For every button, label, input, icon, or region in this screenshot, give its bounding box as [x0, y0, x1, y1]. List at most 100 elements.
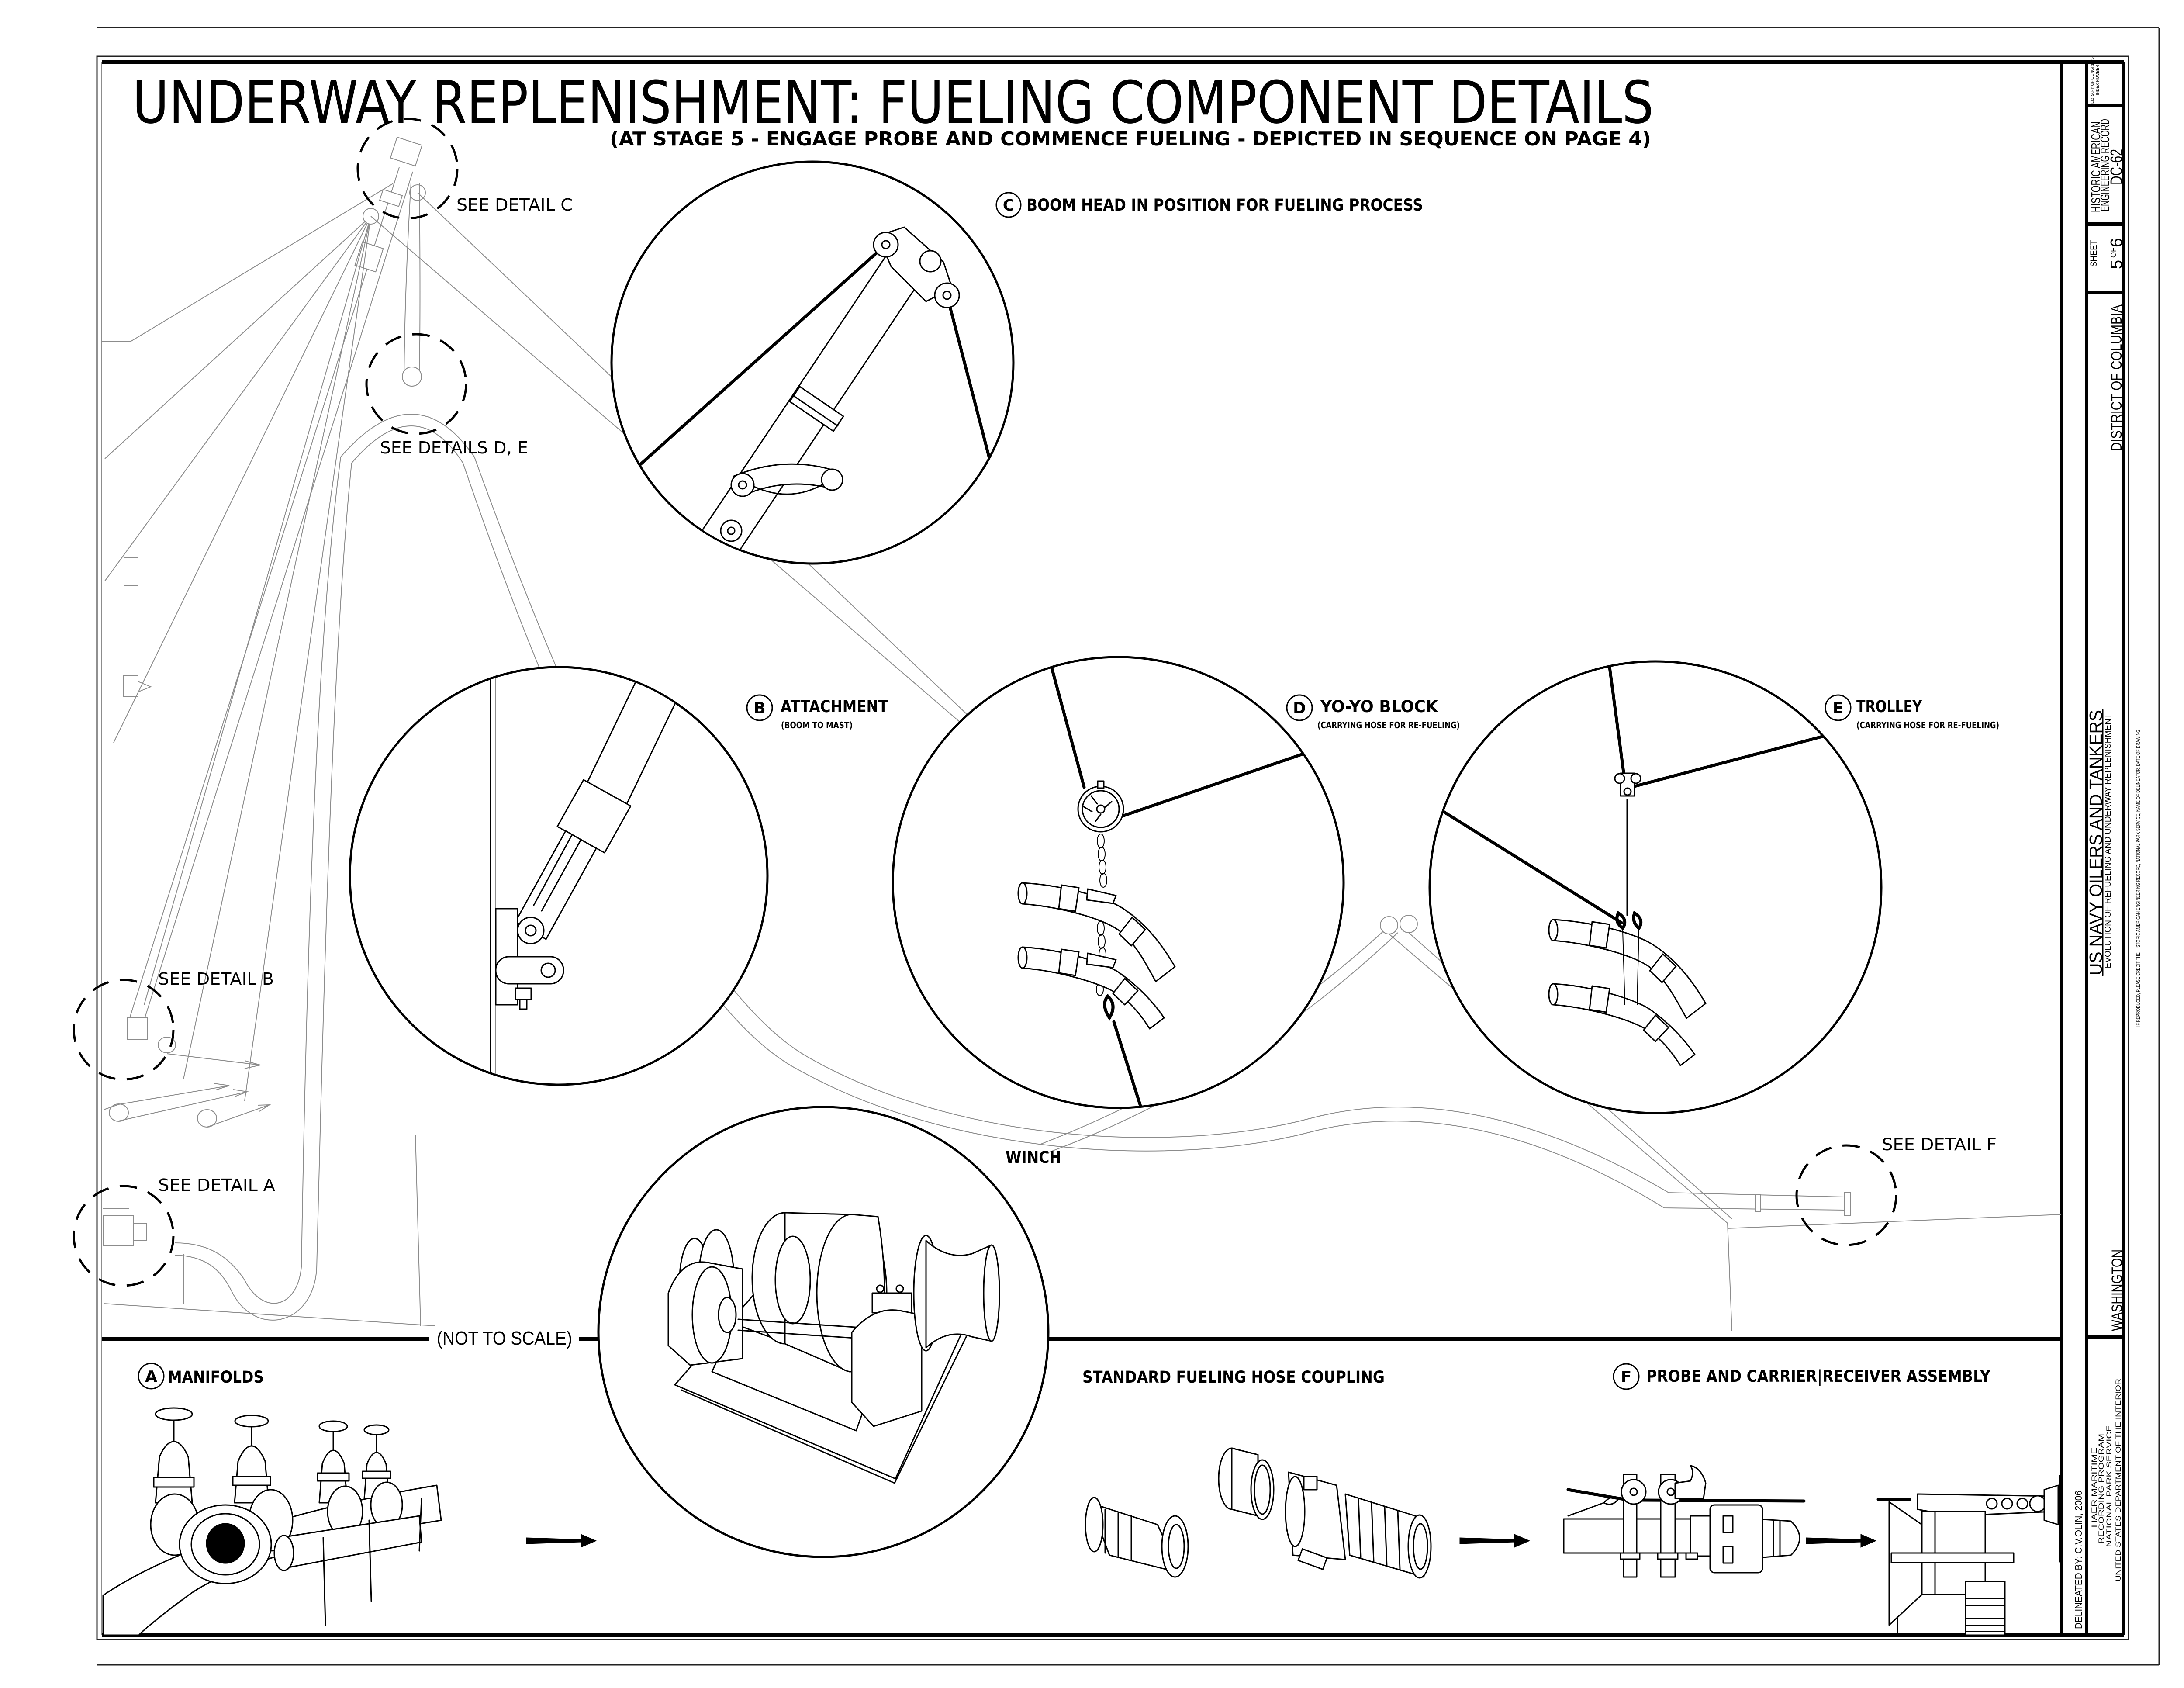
- valve-handwheel: [318, 1420, 348, 1432]
- branch-flange: [273, 1535, 294, 1571]
- receiver-funnel: [1888, 1501, 1923, 1626]
- hose-end: [1017, 946, 1028, 969]
- detail-c-frame: [610, 160, 1015, 565]
- carrier-sheave-axle: [1666, 1487, 1675, 1496]
- detail-c-title: BOOM HEAD IN POSITION FOR FUELING PROCES…: [1026, 196, 1423, 214]
- arm-pivot: [2029, 1495, 2046, 1512]
- head-lug: [873, 232, 899, 258]
- arm-lightening-hole: [2016, 1498, 2028, 1510]
- chain-link: [1097, 834, 1105, 848]
- title-block: LIBRARY OF CONGRESS INDEX NUMBER HISTORI…: [2073, 57, 2141, 1629]
- coupling-title: STANDARD FUELING HOSE COUPLING: [1082, 1368, 1385, 1387]
- boom-sleeve: [556, 779, 632, 854]
- scale-note: (NOT TO SCALE): [437, 1328, 572, 1349]
- haer-number: DC-62: [2108, 149, 2126, 185]
- detail-f: F PROBE AND CARRIER|RECEIVER ASSEMBLY: [1563, 1363, 2060, 1636]
- hose-coupling-flange: [1844, 1192, 1851, 1216]
- boom-head-illustration: [612, 226, 1013, 563]
- valve-bonnet: [234, 1445, 270, 1504]
- head-lug: [919, 250, 942, 273]
- valve-band: [362, 1470, 391, 1479]
- outlet-bore: [206, 1523, 245, 1564]
- detail-d-frame: [892, 656, 1345, 1109]
- coupling-cam-lever: [1297, 1548, 1328, 1570]
- sheet-of: OF: [2109, 247, 2118, 258]
- sequence-arrow: [526, 1534, 597, 1548]
- detail-b: B ATTACHMENT (BOOM TO MAST): [349, 666, 888, 1086]
- gypsy-head-body: [925, 1240, 992, 1349]
- boom-head-sketch: [390, 136, 423, 167]
- topping-lift-wire: [612, 243, 888, 500]
- mast-fitting: [124, 557, 138, 586]
- detail-f-letter: F: [1621, 1368, 1632, 1386]
- hose-coupling-band: [1589, 921, 1610, 949]
- callout-label-a: SEE DETAIL A: [158, 1176, 275, 1195]
- callout-circle-d-e: [365, 333, 467, 435]
- sheet-frame: [96, 27, 2160, 1666]
- trolley-pulley: [1400, 915, 1418, 933]
- callout-label-f: SEE DETAIL F: [1882, 1135, 1997, 1154]
- hose-coupling-band: [1755, 1194, 1761, 1212]
- gooseneck-pin-center: [525, 924, 537, 937]
- bolt-shank: [519, 999, 528, 1010]
- sheet-subtitle: (AT STAGE 5 - ENGAGE PROBE AND COMMENCE …: [610, 128, 1651, 150]
- hose-to-manifold: [174, 463, 352, 1321]
- tag-wire: [1567, 1502, 1605, 1517]
- hose-to-manifold: [174, 457, 341, 1304]
- drain-rod: [368, 1519, 372, 1602]
- detail-e-frame: [1428, 660, 1883, 1114]
- hose-clamp: [1657, 1552, 1679, 1560]
- outer-border: [96, 55, 2129, 1640]
- hose-end: [1548, 919, 1559, 941]
- trolley-pulley: [1380, 916, 1398, 934]
- chain-link: [1099, 860, 1106, 875]
- latch: [1722, 1515, 1734, 1533]
- span-wire: [1606, 662, 1626, 777]
- yo-yo-sheave: [1082, 790, 1120, 828]
- pillow-block-bolt: [895, 1284, 904, 1293]
- detail-c: C BOOM HEAD IN POSITION FOR FUELING PROC…: [610, 160, 1423, 565]
- fuel-hose-lower: [1552, 983, 1696, 1066]
- detail-winch: WINCH: [597, 1106, 1061, 1558]
- hose-tail-ribs: [1358, 1498, 1401, 1570]
- arm-lightening-hole: [1986, 1498, 1998, 1510]
- probe-nozzle-rings: [1773, 1519, 1781, 1557]
- chain: [1096, 834, 1107, 996]
- trolley-wheel: [1614, 773, 1625, 784]
- hose-slings: [1622, 930, 1639, 1005]
- yo-yo-block-illustration: [1017, 658, 1312, 1107]
- hose-coupling-detail: STANDARD FUELING HOSE COUPLING: [1082, 1368, 1531, 1579]
- drum-barrel: [774, 1235, 811, 1325]
- hose-end: [1548, 983, 1559, 1006]
- receiver-downpipe: [1965, 1581, 2006, 1636]
- rigging-lines: [104, 183, 394, 1101]
- callout-circle-f: [1795, 1144, 1897, 1246]
- saddle-lug: [821, 468, 843, 491]
- deck-house-outline: [104, 1135, 435, 1326]
- callout-circle-b: [73, 979, 175, 1081]
- agency-line: NATIONAL PARK SERVICE: [2105, 1425, 2113, 1547]
- haer-label-line1: HISTORIC AMERICAN: [2089, 121, 2103, 212]
- detail-b-badge: [746, 694, 773, 721]
- detail-b-title: ATTACHMENT: [781, 697, 888, 716]
- valve-band: [317, 1472, 350, 1482]
- hose-saddle: [1086, 888, 1117, 904]
- hose-tail-bore: [1413, 1523, 1428, 1570]
- delineator-credit: DELINEATED BY: C.V.OLIN, 2006: [2073, 1491, 2084, 1629]
- boom-collar-seam: [792, 394, 839, 427]
- hose-coupling-band: [1058, 884, 1080, 912]
- sheet-label: SHEET: [2089, 240, 2099, 267]
- chain-link: [1099, 873, 1107, 888]
- detail-e-badge: [1825, 694, 1852, 721]
- arm-mount: [2043, 1484, 2059, 1525]
- detail-d-badge: [1286, 694, 1313, 721]
- state-name: DISTRICT OF COLUMBIA: [2108, 304, 2125, 451]
- span-wire: [1047, 658, 1086, 789]
- sheet-number: 5: [2108, 260, 2126, 269]
- valve-handwheel: [155, 1407, 193, 1421]
- detail-b-letter: B: [753, 699, 765, 717]
- drain-rod: [418, 1498, 422, 1552]
- detail-a-badge: [138, 1363, 165, 1390]
- coupling-grooves: [1104, 1508, 1132, 1560]
